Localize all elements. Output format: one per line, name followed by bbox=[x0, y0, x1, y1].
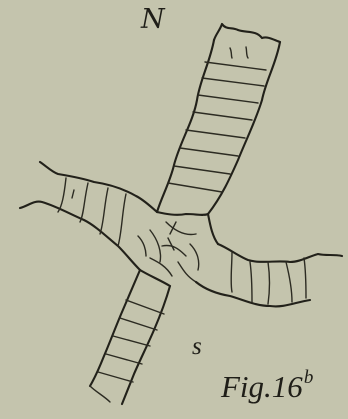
figure-caption: Fig.16b bbox=[221, 368, 313, 402]
south-label: s bbox=[192, 334, 202, 359]
north-arm bbox=[157, 24, 280, 214]
south-arm bbox=[90, 270, 170, 404]
west-arm bbox=[20, 162, 157, 270]
figure-caption-superscript: b bbox=[304, 367, 314, 388]
north-label: N bbox=[141, 6, 165, 33]
figure-caption-text: Fig.16 bbox=[221, 369, 303, 404]
central-junction bbox=[138, 212, 218, 286]
east-arm bbox=[196, 244, 342, 306]
